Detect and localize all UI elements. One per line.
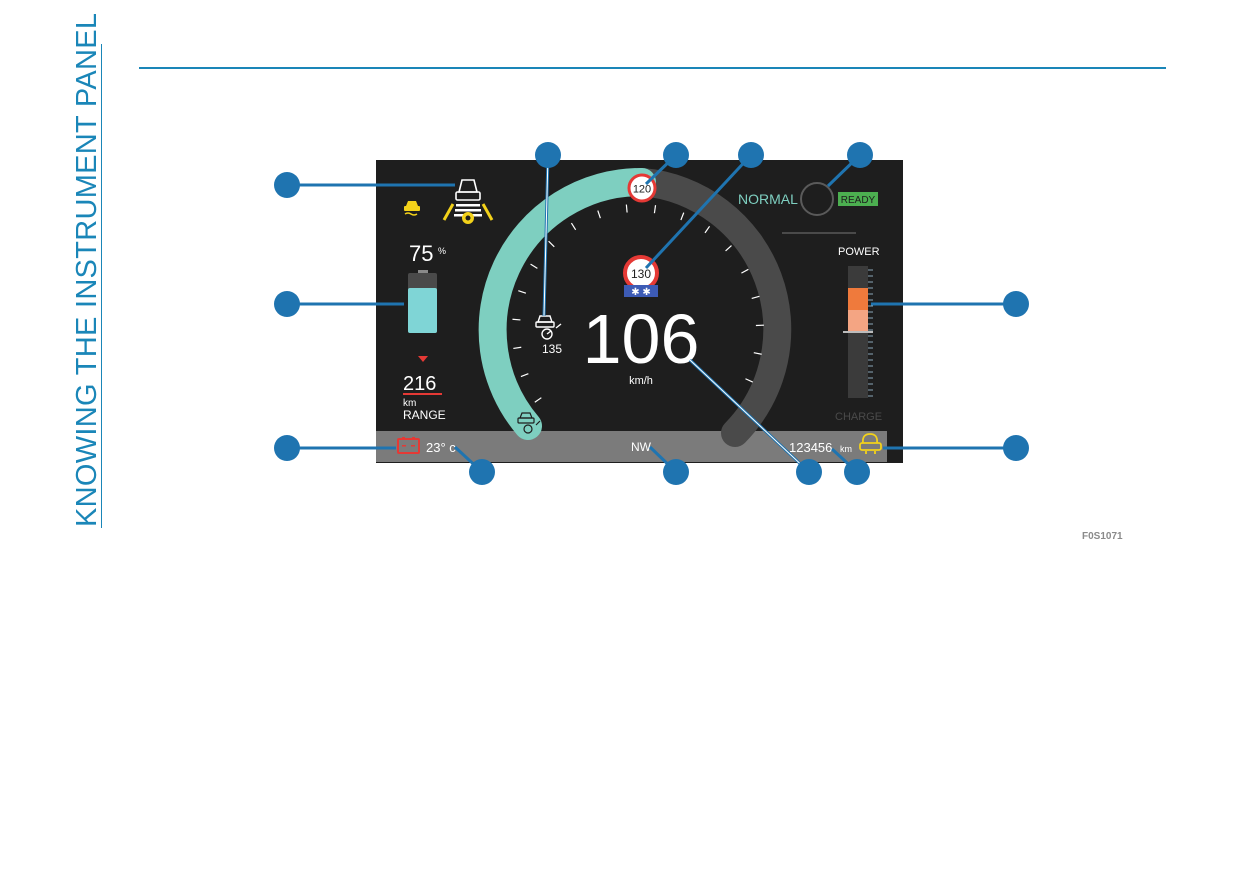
range-unit: km [403, 398, 416, 409]
speed-tick [570, 222, 577, 231]
range-marker-icon [418, 356, 428, 362]
speed-tick [520, 373, 529, 378]
compass-heading: NW [631, 440, 652, 454]
odometer-value: 123456 [789, 440, 832, 455]
speed-arc-fill [478, 167, 656, 440]
power-label: POWER [838, 246, 880, 258]
speed-tick [753, 352, 762, 355]
speed-tick [653, 205, 657, 214]
speed-tick [704, 225, 711, 234]
speed-limit-sign-icon: 130 ✱ ✱ [623, 255, 659, 298]
speed-unit: km/h [629, 375, 653, 387]
top-rule [139, 67, 1166, 69]
side-rule [101, 44, 102, 528]
svg-text:✱ ✱: ✱ ✱ [631, 287, 651, 298]
skid-warning-icon [404, 201, 420, 216]
charge-label: CHARGE [835, 411, 882, 423]
driver-assist-icon [517, 412, 541, 434]
cruise-speed: 135 [542, 342, 562, 356]
speed-ticks [512, 204, 764, 403]
speed-tick [680, 212, 685, 221]
mode-indicator-ring [800, 182, 834, 216]
ready-label: READY [841, 195, 876, 206]
lane-assist-icon [442, 179, 494, 224]
cruise-control-icon [535, 315, 562, 340]
range-value: 216 [403, 373, 436, 395]
battery-percent-sign: % [438, 246, 446, 256]
speed-tick [518, 290, 527, 294]
callout-markers [274, 142, 1029, 485]
drive-mode: NORMAL [738, 191, 798, 207]
battery-percent: 75 [409, 241, 433, 266]
status-bar [376, 431, 887, 462]
speed-tick [530, 263, 538, 269]
power-gauge [843, 266, 873, 398]
speed-tick [548, 240, 555, 248]
outside-temp: 23° c [426, 440, 456, 455]
battery-warning-icon [397, 437, 420, 454]
seat-heating-icon [859, 433, 882, 454]
svg-text:130: 130 [631, 267, 651, 281]
speed-tick [625, 204, 628, 213]
figure-code: F0S1071 [1082, 531, 1123, 542]
svg-text:120: 120 [633, 184, 651, 196]
speed-tick [745, 378, 753, 383]
speed-tick [534, 397, 542, 403]
speed-tick [512, 318, 521, 321]
speed-tick [513, 346, 522, 350]
speed-tick [741, 268, 749, 274]
ready-badge [838, 192, 878, 206]
range-label: RANGE [403, 408, 446, 422]
speed-tick [751, 295, 760, 300]
odometer-unit: km [840, 444, 852, 454]
battery-gauge-icon [408, 270, 437, 333]
speed-tick [725, 245, 732, 252]
speed-value: 106 [583, 300, 700, 378]
speed-tick [597, 210, 601, 219]
speed-arc-track [628, 168, 792, 447]
